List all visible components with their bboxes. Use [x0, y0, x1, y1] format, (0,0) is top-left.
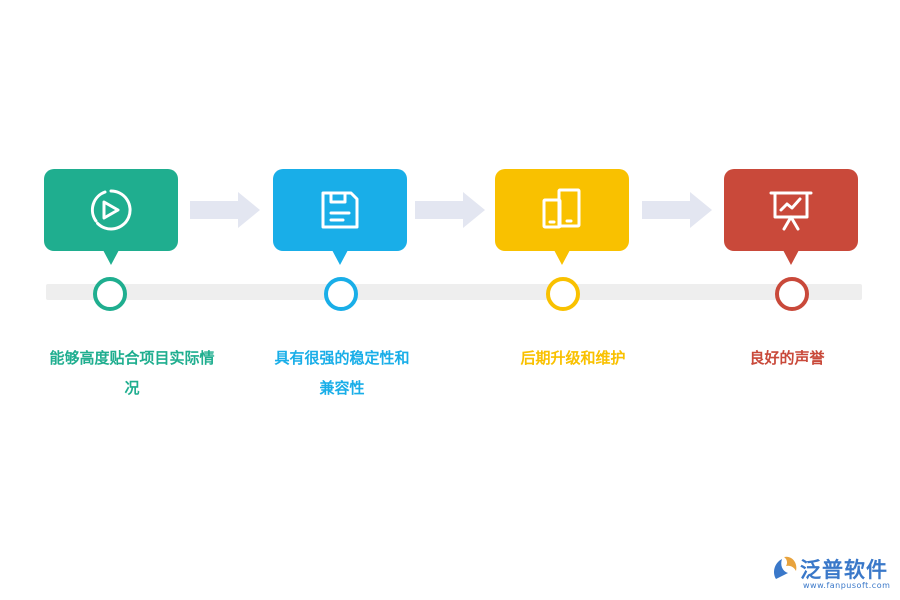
step-dot-4 — [775, 277, 809, 311]
pie-chart-icon — [90, 189, 132, 231]
presentation-chart-icon — [769, 191, 813, 231]
step-label-4: 良好的声誉 — [749, 349, 825, 367]
brand-name: 泛普软件 — [800, 558, 888, 582]
step-card-1 — [44, 169, 178, 265]
step-card-4 — [724, 169, 858, 265]
step-dot-3 — [546, 277, 580, 311]
devices-icon — [542, 188, 581, 229]
arrow-1 — [190, 192, 260, 228]
step-label-2: 具有很强的稳定性和兼容性 — [274, 349, 410, 397]
arrow-2 — [415, 192, 485, 228]
step-dot-2 — [324, 277, 358, 311]
brand-logo: 泛普软件 www.fanpusoft.com — [770, 553, 895, 593]
step-card-3 — [495, 169, 629, 265]
step-dot-1 — [93, 277, 127, 311]
timeline-bar — [46, 284, 862, 300]
save-disk-icon — [321, 191, 359, 229]
brand-logo-icon — [774, 556, 797, 579]
step-card-2 — [273, 169, 407, 265]
arrow-3 — [642, 192, 712, 228]
step-label-1: 能够高度贴合项目实际情况 — [49, 349, 215, 397]
step-label-3: 后期升级和维护 — [520, 349, 626, 367]
brand-url: www.fanpusoft.com — [803, 581, 891, 590]
